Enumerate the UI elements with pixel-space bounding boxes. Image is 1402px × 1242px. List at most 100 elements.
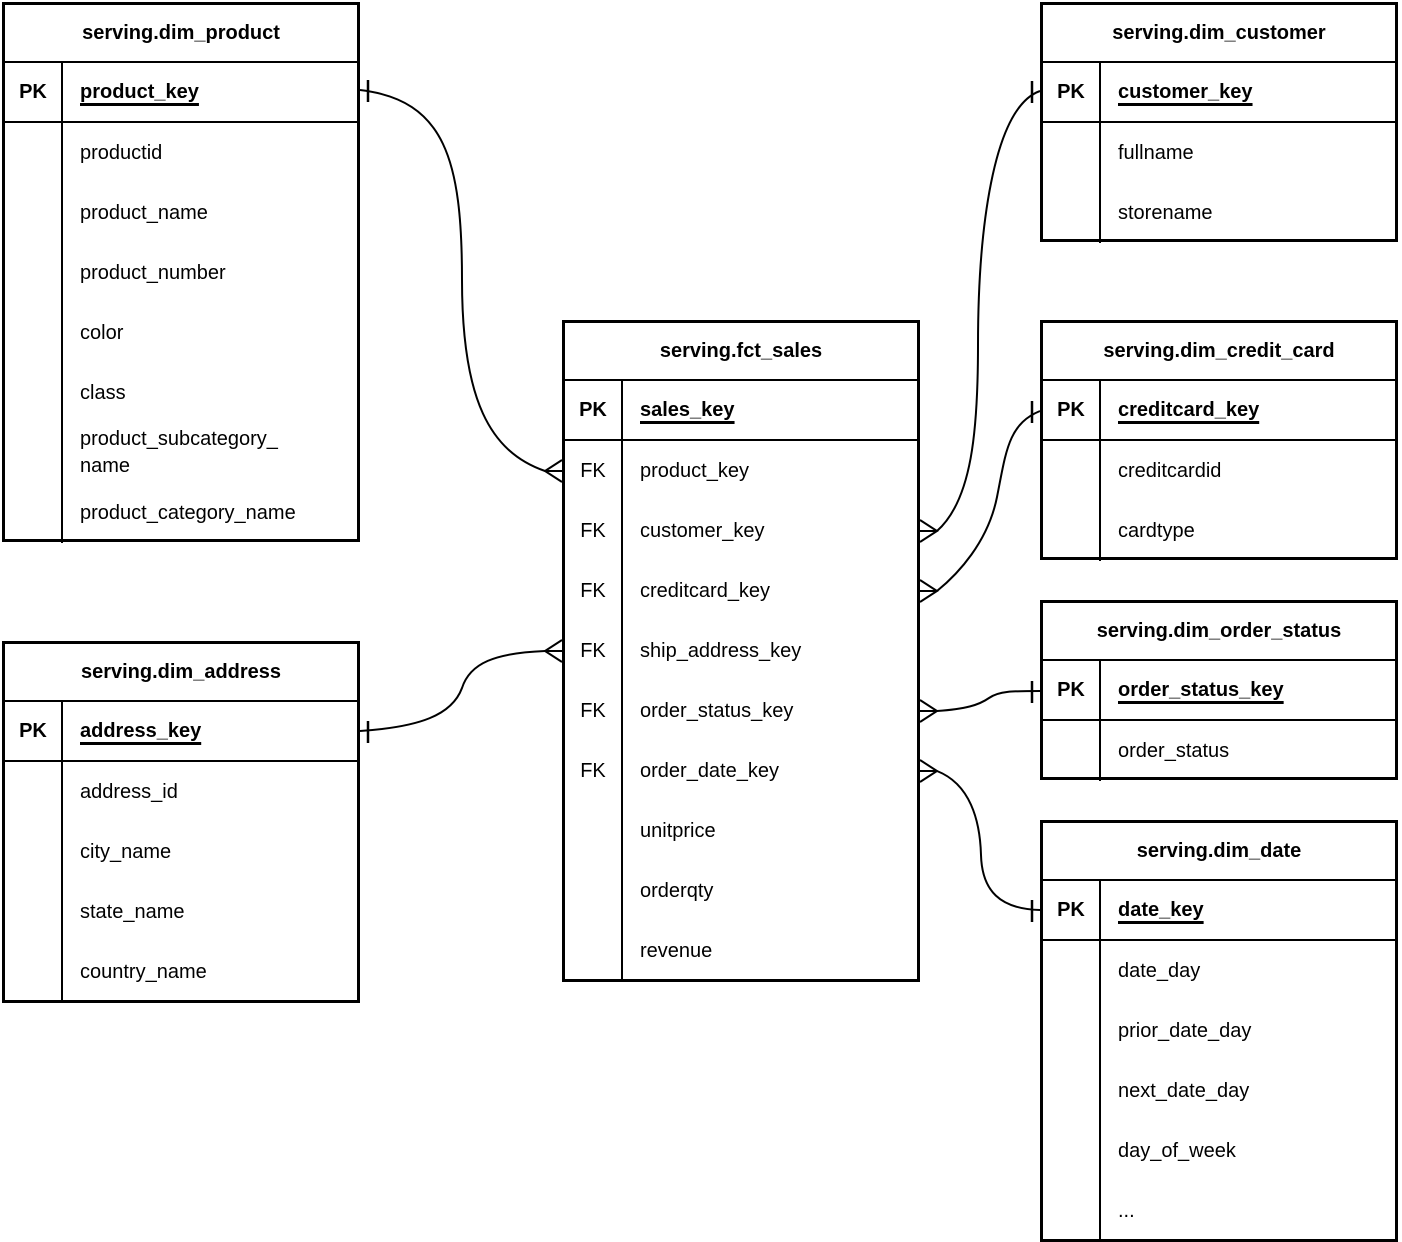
field-revenue: revenue (640, 939, 713, 962)
empty-badge-cell (5, 363, 61, 423)
empty-badge-cell (565, 801, 621, 861)
field-color: color (80, 321, 124, 344)
badge-column (1043, 941, 1101, 1241)
pk-row: PK sales_key (565, 381, 917, 441)
relationship-ship_address-many-crow-foot-icon (543, 639, 563, 663)
table-title: serving.dim_customer (1043, 5, 1395, 63)
pk-field: date_key (1101, 881, 1395, 939)
pk-badge: PK (565, 381, 623, 439)
pk-field: sales_key (623, 381, 917, 439)
field-product_number: product_number (80, 261, 226, 284)
empty-badge-cell (5, 303, 61, 363)
fk-badge: FK (580, 519, 606, 542)
empty-badge-cell (1043, 441, 1099, 501)
badge-column (5, 123, 63, 543)
pk-field: address_key (63, 702, 357, 760)
empty-badge-cell (5, 822, 61, 882)
field-order_date_key: order_date_key (640, 759, 779, 782)
field-product_name: product_name (80, 201, 208, 224)
pk-badge: PK (1043, 661, 1101, 719)
relationship-product-many-crow-foot-icon (543, 459, 563, 483)
pk-badge: PK (1043, 881, 1101, 939)
field-day_of_week: day_of_week (1118, 1139, 1236, 1162)
pk-field-label: creditcard_key (1118, 398, 1260, 421)
field-orderqty: orderqty (640, 879, 714, 902)
field-unitprice: unitprice (640, 819, 716, 842)
field-state_name: state_name (80, 900, 185, 923)
empty-badge-cell (565, 921, 621, 981)
field-column: order_status (1101, 721, 1395, 781)
pk-badge: PK (5, 702, 63, 760)
field-creditcard_key: creditcard_key (640, 579, 771, 602)
field-class: class (80, 381, 126, 404)
field-next_date_day: next_date_day (1118, 1079, 1250, 1102)
badge-column (5, 762, 63, 1002)
table-title: serving.dim_address (5, 644, 357, 702)
fk-badge: FK (580, 759, 606, 782)
empty-badge-cell (1043, 1001, 1099, 1061)
empty-badge-cell (1043, 1061, 1099, 1121)
field-storename: storename (1118, 201, 1213, 224)
fk-badge: FK (580, 639, 606, 662)
pk-field-label: product_key (80, 80, 199, 103)
field-cardtype: cardtype (1118, 519, 1195, 542)
pk-field: order_status_key (1101, 661, 1395, 719)
table-body: order_status (1043, 721, 1395, 781)
pk-badge: PK (1043, 63, 1101, 121)
pk-field-label: sales_key (640, 398, 735, 421)
empty-badge-cell (1043, 501, 1099, 561)
pk-badge: PK (1043, 381, 1101, 439)
relationship-order_status-line (936, 690, 1041, 712)
field-address_id: address_id (80, 780, 178, 803)
pk-field-label: customer_key (1118, 80, 1253, 103)
field--: ... (1118, 1199, 1135, 1222)
pk-row: PK product_key (5, 63, 357, 123)
empty-badge-cell (1043, 721, 1099, 781)
pk-field: product_key (63, 63, 357, 121)
table-title: serving.dim_product (5, 5, 357, 63)
relationship-customer-many-crow-foot-icon (919, 519, 939, 543)
empty-badge-cell (5, 483, 61, 543)
pk-field-label: date_key (1118, 898, 1204, 921)
pk-field: creditcard_key (1101, 381, 1395, 439)
relationship-credit_card-many-crow-foot-icon (919, 579, 939, 603)
table-title: serving.dim_date (1043, 823, 1395, 881)
field-country_name: country_name (80, 960, 207, 983)
field-customer_key: customer_key (640, 519, 765, 542)
field-product_key: product_key (640, 459, 749, 482)
empty-badge-cell (1043, 183, 1099, 243)
empty-badge-cell (1043, 1121, 1099, 1181)
field-ship_address_key: ship_address_key (640, 639, 802, 662)
relationship-order_date-many-crow-foot-icon (919, 759, 939, 783)
fk-badge: FK (580, 579, 606, 602)
table-title: serving.dim_credit_card (1043, 323, 1395, 381)
field-productid: productid (80, 141, 163, 164)
empty-badge-cell (565, 861, 621, 921)
pk-badge: PK (5, 63, 63, 121)
badge-column (1043, 441, 1101, 561)
relationship-order_status-many-crow-foot-icon (919, 699, 939, 723)
empty-badge-cell (1043, 941, 1099, 1001)
empty-badge-cell (5, 243, 61, 303)
fk-badge: FK (580, 699, 606, 722)
field-order_status: order_status (1118, 739, 1230, 762)
